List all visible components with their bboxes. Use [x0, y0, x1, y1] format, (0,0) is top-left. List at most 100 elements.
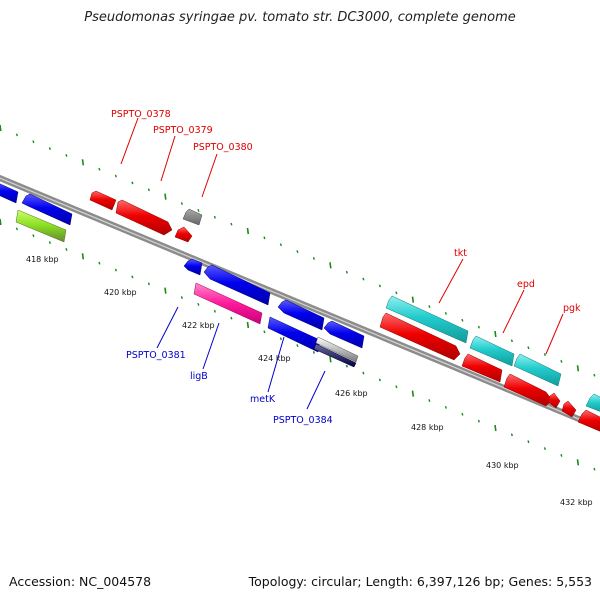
guide-dot [296, 344, 299, 348]
tick-label-422: 422 kbp [182, 321, 215, 330]
tick-label-432: 432 kbp [560, 498, 593, 507]
gene-tkt[interactable] [379, 312, 461, 361]
guide-dot [230, 222, 233, 226]
label-PSPTO_0378: PSPTO_0378 [111, 109, 171, 120]
gene-epd-cyan[interactable] [469, 335, 515, 367]
guide-dot [131, 275, 134, 279]
guide-dot [147, 188, 150, 192]
guide-dot [411, 296, 415, 303]
gene-edge-cyan[interactable] [585, 393, 600, 413]
guide-dot [477, 419, 480, 423]
gene-pgk-cyan[interactable] [513, 353, 562, 387]
guide-dot [461, 412, 464, 416]
guide-dot [246, 321, 250, 329]
guide-dot [197, 302, 200, 306]
label-epd: epd [517, 279, 535, 290]
gene-PSPTO_0384[interactable] [323, 320, 365, 349]
guide-dot [0, 218, 2, 226]
guide-dot [527, 346, 530, 350]
gene-PSPTO_0380[interactable] [174, 226, 193, 243]
guide-dot [395, 385, 398, 389]
tick-labels: 418 kbp 420 kbp 422 kbp 424 kbp 426 kbp … [26, 255, 593, 507]
guide-dot [510, 339, 513, 343]
guide-dot [593, 373, 596, 377]
guide-dot [279, 337, 282, 341]
gene-metK-lower[interactable] [267, 316, 321, 353]
gene-left-green[interactable] [15, 209, 67, 243]
label-metK: metK [250, 394, 276, 405]
label-pgk: pgk [563, 303, 581, 314]
guide-dot [329, 356, 332, 363]
gene-small-blue[interactable] [183, 258, 203, 276]
gene-PSPTO_0379[interactable] [115, 199, 173, 236]
guide-dot [263, 330, 266, 334]
tick-label-420: 420 kbp [104, 288, 137, 297]
guide-dot [312, 257, 315, 260]
guide-dot [494, 330, 497, 338]
gene-small-red-1[interactable] [547, 392, 561, 409]
guide-dot [32, 140, 35, 144]
guide-dot [164, 287, 167, 294]
gene-ligB[interactable] [193, 282, 263, 325]
gene-edge-red[interactable] [577, 409, 600, 433]
guide-dot [32, 234, 35, 238]
gene-PSPTO_0384-silver[interactable] [315, 336, 359, 363]
guide-dot [593, 467, 596, 471]
label-PSPTO_0381: PSPTO_0381 [126, 350, 186, 361]
guide-dot [180, 296, 183, 299]
tick-label-428: 428 kbp [411, 423, 444, 432]
gene-left-blue-1[interactable] [0, 182, 19, 204]
guide-dot [263, 236, 266, 240]
guide-dot [576, 459, 580, 466]
guide-dot [296, 250, 299, 254]
guide-dot [197, 208, 200, 212]
gene-tkt-cyan[interactable] [385, 295, 469, 344]
guide-dot [114, 268, 117, 272]
guide-dot [15, 227, 18, 231]
label-PSPTO_0380: PSPTO_0380 [193, 142, 253, 153]
guide-dot [411, 390, 415, 397]
tick-label-430: 430 kbp [486, 461, 519, 470]
gene-features [0, 182, 600, 433]
guide-dot [576, 365, 580, 372]
guide-dot [543, 353, 546, 357]
guide-dot [362, 371, 365, 375]
gene-labels: PSPTO_0378 PSPTO_0379 PSPTO_0380 tkt epd… [111, 109, 581, 426]
guide-dot [279, 243, 282, 247]
guide-dot [65, 248, 68, 251]
guide-dot [65, 154, 68, 157]
guide-dot [428, 305, 431, 308]
gene-left-blue-2[interactable] [21, 193, 73, 226]
gene-small-red-2[interactable] [561, 400, 577, 418]
gene-PSPTO_0378[interactable] [89, 190, 117, 211]
guide-dot [560, 454, 563, 457]
label-PSPTO_0379: PSPTO_0379 [153, 125, 213, 136]
guide-dot [444, 405, 447, 409]
guide-dot [494, 424, 497, 432]
guide-dot [527, 440, 530, 444]
map-title: Pseudomonas syringae pv. tomato str. DC3… [84, 10, 516, 25]
gene-epd[interactable] [461, 353, 503, 383]
guide-dot [0, 124, 2, 132]
guide-dot [213, 215, 216, 219]
genome-summary-text: Topology: circular; Length: 6,397,126 bp… [248, 574, 592, 589]
tick-label-426: 426 kbp [335, 389, 368, 398]
inner-guide-track [0, 218, 596, 471]
guide-dot [98, 261, 101, 265]
gene-PSPTO_0381[interactable] [203, 264, 271, 306]
guide-dot [230, 316, 233, 320]
tick-label-418: 418 kbp [26, 255, 59, 264]
guide-dot [345, 270, 348, 274]
guide-dot [81, 253, 85, 260]
gene-PSPTO_0384-navy[interactable] [313, 343, 357, 368]
guide-dot [444, 311, 447, 315]
label-tkt: tkt [454, 248, 467, 259]
guide-dot [48, 241, 51, 245]
gene-gray[interactable] [182, 208, 203, 226]
guide-dot [543, 447, 546, 451]
guide-dot [81, 159, 85, 166]
guide-dot [164, 193, 167, 200]
gene-metK[interactable] [277, 299, 325, 331]
guide-dot [147, 282, 150, 286]
